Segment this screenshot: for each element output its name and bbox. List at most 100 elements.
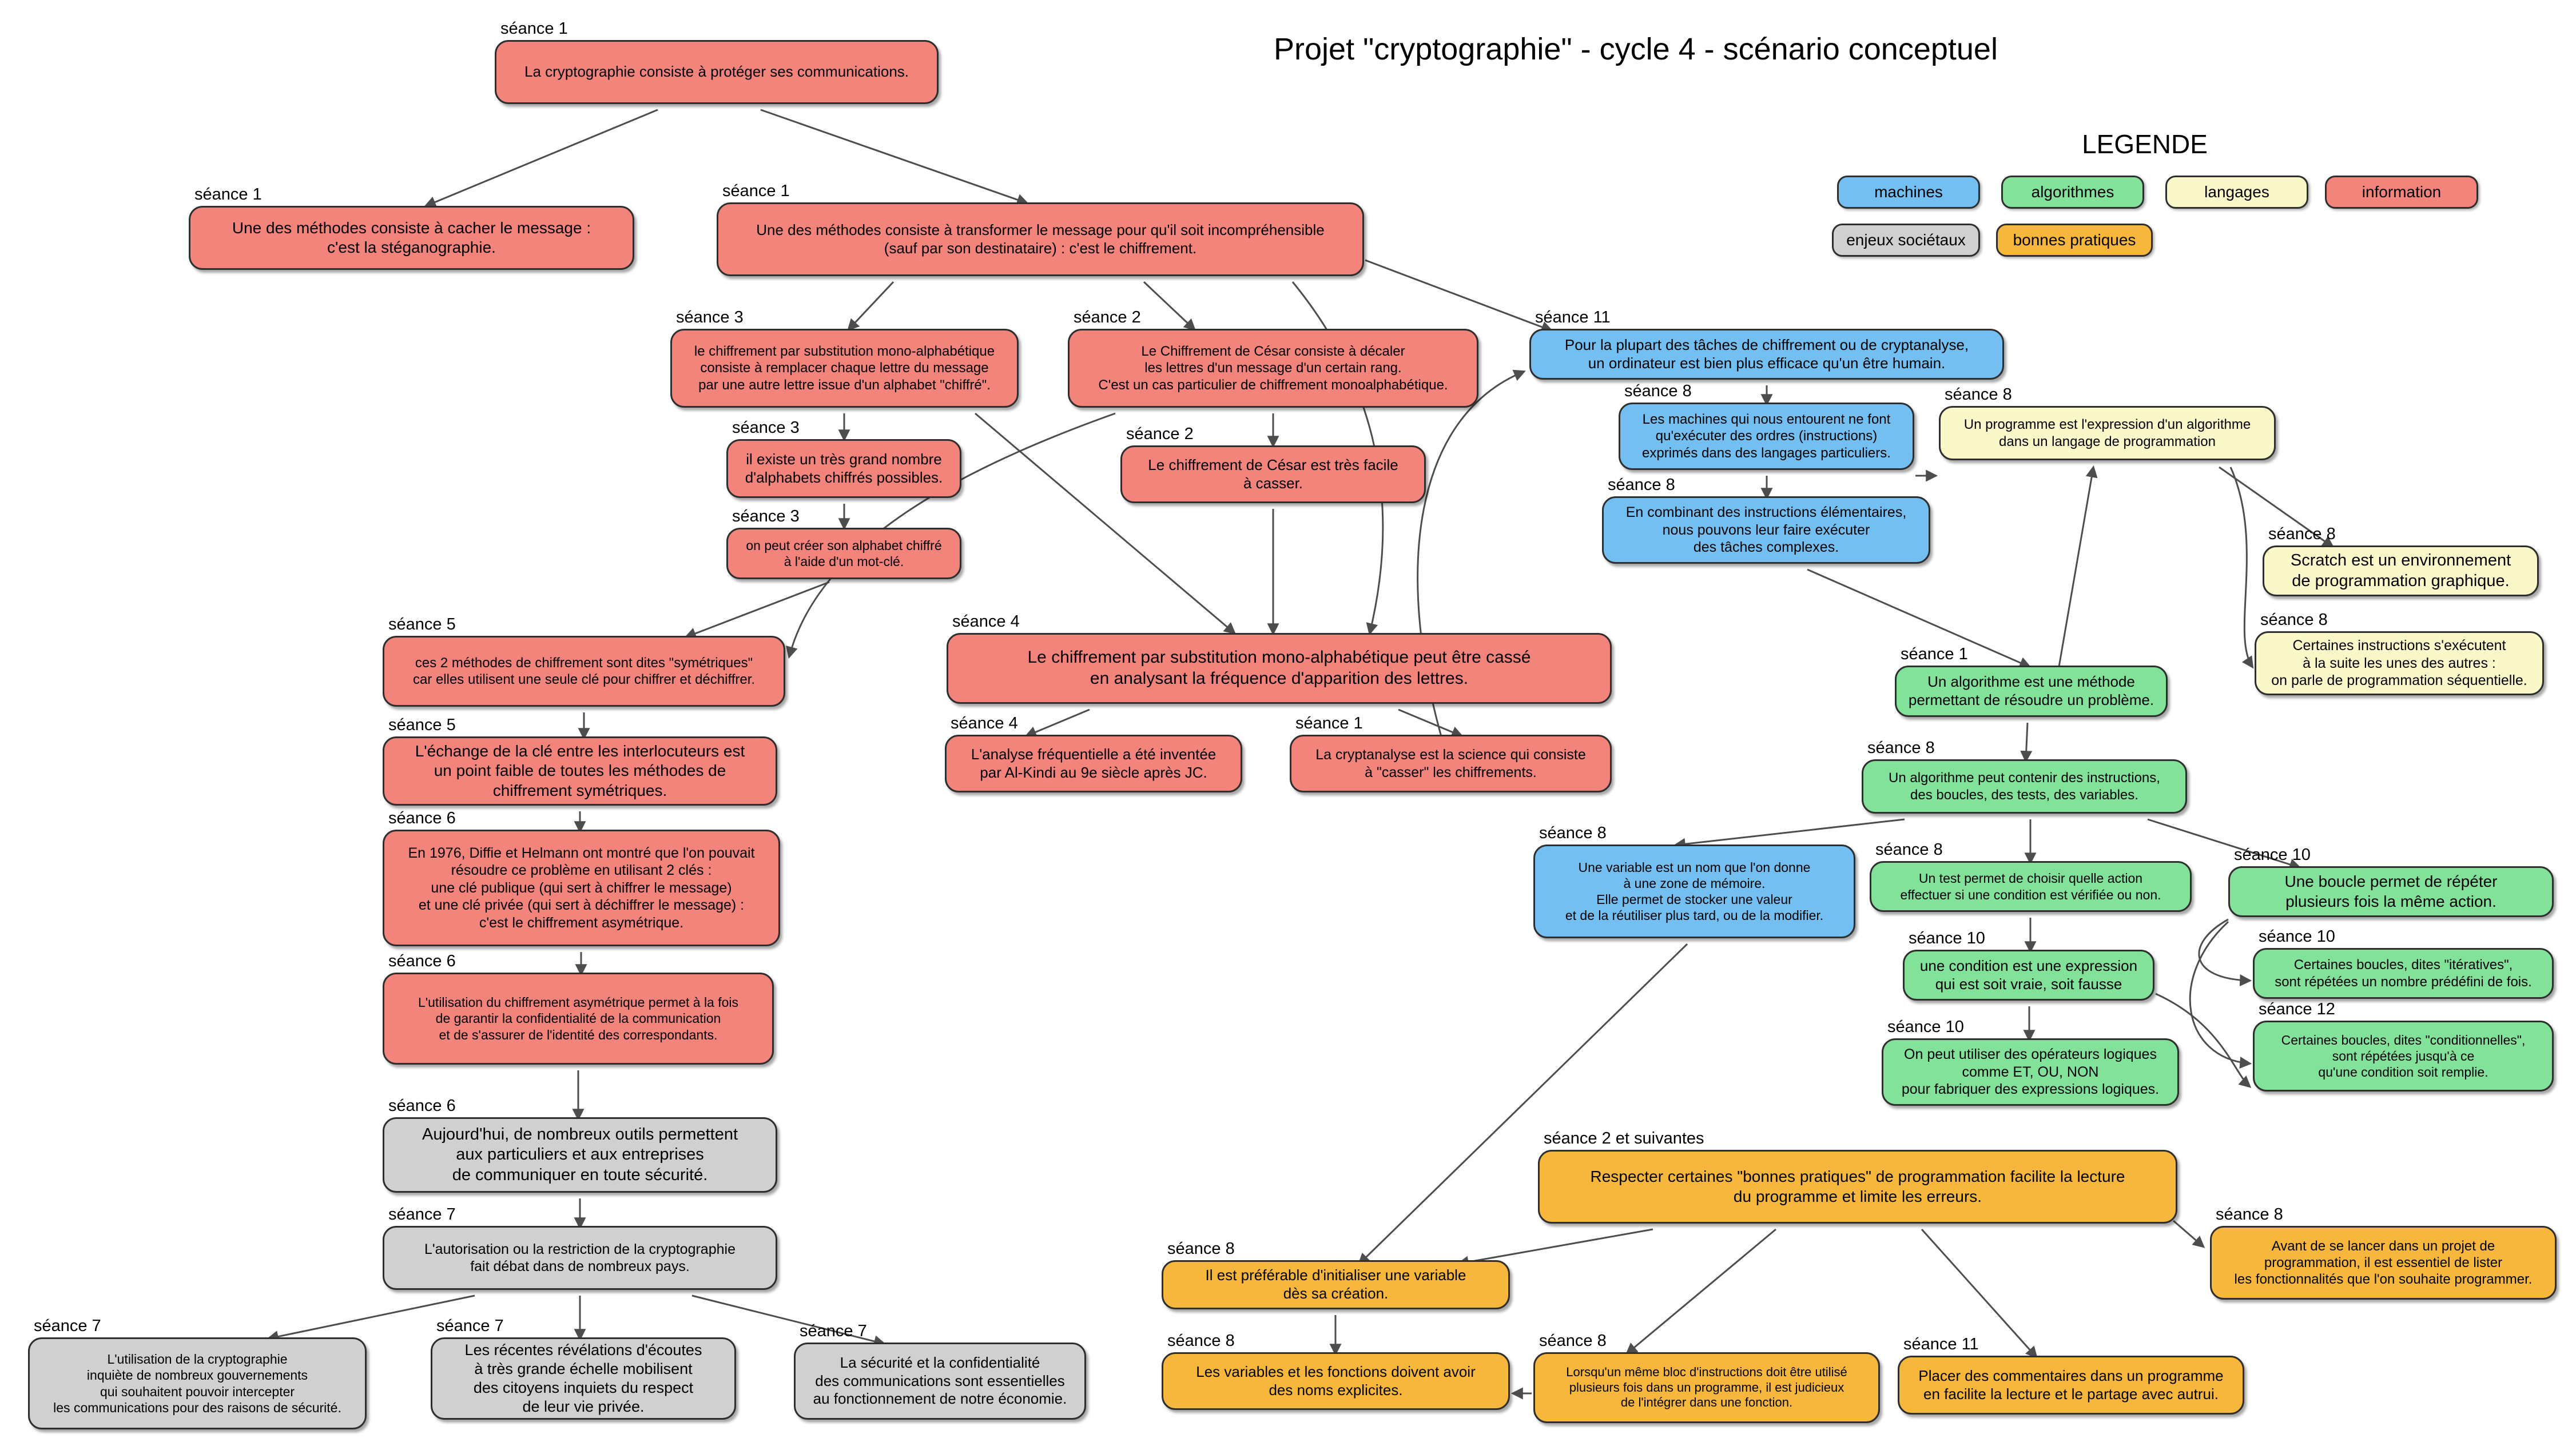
concept-box: ces 2 méthodes de chiffrement sont dites…	[383, 636, 785, 707]
concept-box: L'utilisation du chiffrement asymétrique…	[383, 973, 774, 1065]
concept-box: il existe un très grand nombre d'alphabe…	[726, 439, 961, 498]
concept-box: Le chiffrement par substitution mono-alp…	[947, 633, 1612, 704]
concept-box: Certaines boucles, dites "conditionnelle…	[2253, 1021, 2554, 1092]
node-programme-expression: séance 8 Un programme est l'expression d…	[1939, 383, 2276, 460]
concept-box: En 1976, Diffie et Helmann ont montré qu…	[383, 830, 780, 946]
node-alphabet-mot-cle: séance 3 on peut créer son alphabet chif…	[726, 505, 961, 579]
concept-box: Une des méthodes consiste à transformer …	[717, 202, 1364, 276]
seance-label: séance 3	[676, 308, 744, 326]
node-operateurs-logiques: séance 10 On peut utiliser des opérateur…	[1882, 1015, 2179, 1106]
node-noms-explicites: séance 8 Les variables et les fonctions …	[1162, 1329, 1510, 1410]
node-bonnes-pratiques: séance 2 et suivantes Respecter certaine…	[1538, 1127, 2177, 1224]
seance-label: séance 1	[500, 19, 568, 38]
seance-label: séance 11	[1535, 308, 1611, 326]
seance-label: séance 8	[1539, 1332, 1607, 1350]
seance-label: séance 2	[1126, 425, 1194, 443]
seance-label: séance 5	[388, 716, 456, 734]
node-diffie-helmann: séance 6 En 1976, Diffie et Helmann ont …	[383, 807, 780, 946]
node-condition: séance 10 une condition est une expressi…	[1903, 927, 2154, 1001]
concept-box: Avant de se lancer dans un projet de pro…	[2210, 1226, 2557, 1300]
concept-box: Les variables et les fonctions doivent a…	[1162, 1352, 1510, 1410]
concept-box: L'autorisation ou la restriction de la c…	[383, 1226, 777, 1290]
node-ordinateur-efficace: séance 11 Pour la plupart des tâches de …	[1529, 306, 2004, 380]
seance-label: séance 8	[2260, 611, 2328, 629]
seance-label: séance 2	[1074, 308, 1141, 326]
node-bloc-fonction: séance 8 Lorsqu'un même bloc d'instructi…	[1533, 1329, 1880, 1423]
seance-label: séance 10	[2234, 846, 2311, 864]
seance-label: séance 8	[1945, 385, 2012, 404]
concept-box: Lorsqu'un même bloc d'instructions doit …	[1533, 1352, 1880, 1423]
node-variable: séance 8 Une variable est un nom que l'o…	[1533, 822, 1855, 938]
seance-label: séance 2 et suivantes	[1544, 1129, 1704, 1148]
concept-box: Pour la plupart des tâches de chiffremen…	[1529, 329, 2004, 380]
legend-item-machines: machines	[1837, 176, 1980, 209]
node-cryptanalyse: séance 1 La cryptanalyse est la science …	[1290, 712, 1612, 792]
concept-box: Les récentes révélations d'écoutes à trè…	[431, 1337, 736, 1420]
node-lister-fonctionnalites: séance 8 Avant de se lancer dans un proj…	[2210, 1203, 2557, 1300]
concept-box: on peut créer son alphabet chiffré à l'a…	[726, 528, 961, 579]
seance-label: séance 6	[388, 952, 456, 970]
node-securite-economie: séance 7 La sécurité et la confidentiali…	[794, 1320, 1086, 1420]
concept-box: Aujourd'hui, de nombreux outils permette…	[383, 1117, 777, 1193]
concept-box: Un algorithme peut contenir des instruct…	[1862, 759, 2187, 814]
concept-box: Scratch est un environnement de programm…	[2263, 545, 2539, 596]
node-gouvernements: séance 7 L'utilisation de la cryptograph…	[28, 1314, 367, 1429]
concept-box: La cryptographie consiste à protéger ses…	[495, 40, 939, 104]
concept-box: La sécurité et la confidentialité des co…	[794, 1343, 1086, 1420]
node-commentaires: séance 11 Placer des commentaires dans u…	[1898, 1333, 2244, 1415]
node-scratch: séance 8 Scratch est un environnement de…	[2263, 523, 2539, 596]
concept-box: Certaines boucles, dites "itératives", s…	[2253, 948, 2554, 999]
node-asymetrique-utilisation: séance 6 L'utilisation du chiffrement as…	[383, 950, 774, 1065]
seance-label: séance 10	[1887, 1018, 1964, 1036]
node-substitution: séance 3 le chiffrement par substitution…	[670, 306, 1019, 408]
node-chiffrement: séance 1 Une des méthodes consiste à tra…	[717, 180, 1364, 276]
node-nombre-alphabets: séance 3 il existe un très grand nombre …	[726, 416, 961, 498]
seance-label: séance 1	[1901, 645, 1968, 663]
node-boucles-iteratives: séance 10 Certaines boucles, dites "itér…	[2253, 925, 2554, 999]
node-en-combinant: séance 8 En combinant des instructions é…	[1602, 473, 1930, 564]
seance-label: séance 1	[1295, 714, 1363, 732]
seance-label: séance 1	[722, 182, 790, 200]
seance-label: séance 3	[732, 419, 800, 437]
seance-label: séance 5	[388, 615, 456, 634]
node-algorithme-contenu: séance 8 Un algorithme peut contenir des…	[1862, 736, 2187, 814]
concept-box: L'utilisation de la cryptographie inquiè…	[28, 1337, 367, 1429]
node-algorithme-methode: séance 1 Un algorithme est une méthode p…	[1895, 643, 2168, 717]
node-revelations-ecoutes: séance 7 Les récentes révélations d'écou…	[431, 1314, 736, 1420]
concept-box: Les machines qui nous entourent ne font …	[1619, 403, 1914, 470]
node-initialiser-variable: séance 8 Il est préférable d'initialiser…	[1162, 1237, 1510, 1309]
concept-box: Une des méthodes consiste à cacher le me…	[189, 206, 634, 270]
node-analyse-frequentielle: séance 4 L'analyse fréquentielle a été i…	[945, 712, 1242, 792]
seance-label: séance 8	[1875, 840, 1943, 859]
seance-label: séance 8	[1167, 1332, 1235, 1350]
node-outils-securite: séance 6 Aujourd'hui, de nombreux outils…	[383, 1094, 777, 1193]
seance-label: séance 10	[1909, 929, 1985, 947]
concept-box: Un algorithme est une méthode permettant…	[1895, 666, 2168, 717]
seance-label: séance 7	[388, 1205, 456, 1224]
node-programmation-sequentielle: séance 8 Certaines instructions s'exécut…	[2255, 608, 2544, 695]
seance-label: séance 7	[800, 1322, 867, 1340]
legend-item-bonnes-pratiques: bonnes pratiques	[1996, 224, 2153, 257]
concept-box: Un programme est l'expression d'un algor…	[1939, 406, 2276, 460]
seance-label: séance 6	[388, 809, 456, 827]
legend-item-langages: langages	[2165, 176, 2308, 209]
page-title: Projet "cryptographie" - cycle 4 - scéna…	[1274, 32, 1998, 66]
node-machines-instructions: séance 8 Les machines qui nous entourent…	[1619, 380, 1914, 470]
node-substitution-cassable: séance 4 Le chiffrement par substitution…	[947, 610, 1612, 704]
node-crypto-protect: séance 1 La cryptographie consiste à pro…	[495, 17, 939, 104]
node-cesar-facile-casser: séance 2 Le chiffrement de César est trè…	[1120, 423, 1426, 503]
concept-box: le chiffrement par substitution mono-alp…	[670, 329, 1019, 408]
node-cesar: séance 2 Le Chiffrement de César consist…	[1068, 306, 1478, 408]
concept-box: On peut utiliser des opérateurs logiques…	[1882, 1038, 2179, 1106]
node-autorisation-restriction: séance 7 L'autorisation ou la restrictio…	[383, 1203, 777, 1290]
seance-label: séance 3	[732, 507, 800, 525]
node-boucles-conditionnelles: séance 12 Certaines boucles, dites "cond…	[2253, 998, 2554, 1092]
seance-label: séance 10	[2259, 927, 2335, 946]
node-test: séance 8 Un test permet de choisir quell…	[1870, 838, 2192, 912]
seance-label: séance 11	[1903, 1335, 1979, 1353]
legend-item-algorithmes: algorithmes	[2001, 176, 2144, 209]
seance-label: séance 7	[436, 1317, 504, 1335]
concept-box: Une variable est un nom que l'on donne à…	[1533, 845, 1855, 938]
seance-label: séance 1	[194, 185, 262, 204]
